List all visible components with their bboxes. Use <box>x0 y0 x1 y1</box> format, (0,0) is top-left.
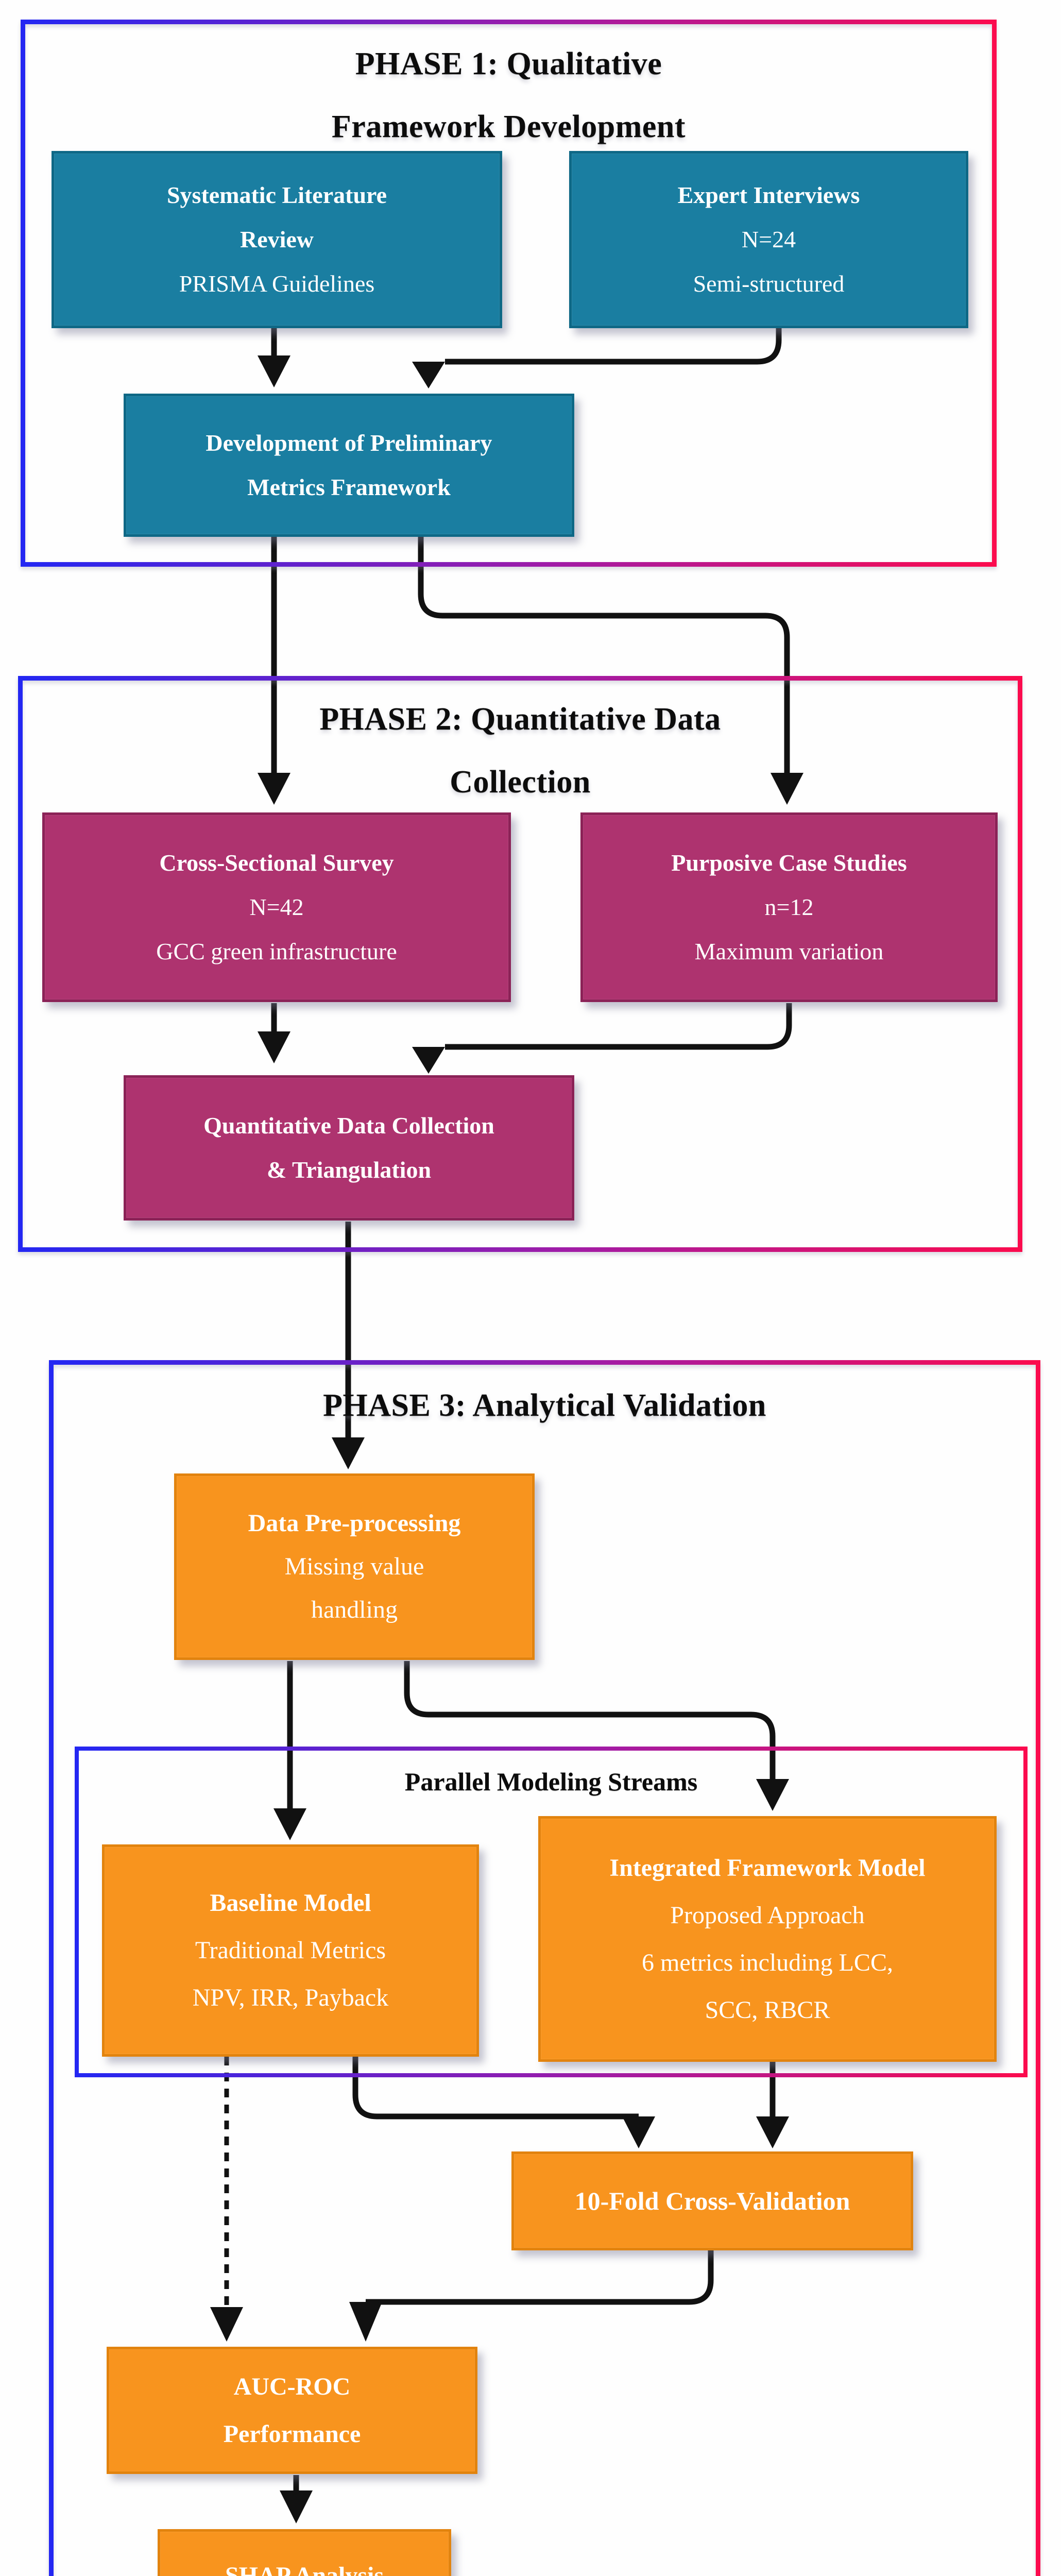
node-line: & Triangulation <box>266 1157 432 1183</box>
phase2-title-line2: Collection <box>450 765 591 800</box>
node-line: Cross-Sectional Survey <box>159 850 394 876</box>
phase1-title-line1: PHASE 1: Qualitative <box>355 46 662 81</box>
node-auc-roc-performance: AUC-ROC Performance <box>107 2347 477 2474</box>
node-line: NPV, IRR, Payback <box>192 1984 389 2011</box>
node-cross-sectional-survey: Cross-Sectional Survey N=42 GCC green in… <box>42 812 511 1002</box>
node-line: Maximum variation <box>694 938 884 964</box>
node-line: Review <box>239 226 314 252</box>
node-line: N=24 <box>741 226 796 252</box>
phase2-title: PHASE 2: Quantitative Data Collection <box>23 688 1018 814</box>
node-line: Baseline Model <box>210 1889 371 1917</box>
node-quantitative-data-collection: Quantitative Data Collection & Triangula… <box>124 1075 574 1221</box>
node-line: n=12 <box>764 894 814 920</box>
node-shap-analysis: SHAP Analysis Interpretability <box>158 2529 451 2576</box>
node-line: Quantitative Data Collection <box>203 1112 494 1139</box>
node-preliminary-metrics-framework: Development of Preliminary Metrics Frame… <box>124 394 574 537</box>
node-line: Purposive Case Studies <box>671 850 907 876</box>
node-tenfold-cross-validation: 10-Fold Cross-Validation <box>511 2151 913 2250</box>
node-line: Systematic Literature <box>166 182 387 208</box>
node-line: Metrics Framework <box>247 474 451 500</box>
node-line: Performance <box>223 2420 361 2448</box>
node-data-preprocessing: Data Pre-processing Missing value handli… <box>174 1473 535 1660</box>
node-systematic-literature-review: Systematic Literature Review PRISMA Guid… <box>52 151 502 328</box>
node-line: PRISMA Guidelines <box>179 270 375 297</box>
node-line: Data Pre-processing <box>248 1510 461 1537</box>
node-line: Proposed Approach <box>670 1901 865 1929</box>
node-line: handling <box>311 1596 398 1623</box>
phase3-title-line1: PHASE 3: Analytical Validation <box>323 1388 766 1423</box>
node-line: Expert Interviews <box>677 182 860 208</box>
node-line: Integrated Framework Model <box>609 1854 926 1882</box>
node-line: 10-Fold Cross-Validation <box>574 2187 850 2215</box>
node-line: GCC green infrastructure <box>156 938 397 964</box>
node-line: AUC-ROC <box>233 2372 351 2400</box>
node-line: 6 metrics including LCC, <box>642 1948 893 1976</box>
phase2-title-line1: PHASE 2: Quantitative Data <box>319 702 721 737</box>
node-line: Traditional Metrics <box>195 1937 386 1964</box>
node-line: SHAP Analysis <box>225 2562 384 2576</box>
phase1-title: PHASE 1: Qualitative Framework Developme… <box>25 32 992 158</box>
node-baseline-model: Baseline Model Traditional Metrics NPV, … <box>102 1844 479 2057</box>
node-expert-interviews: Expert Interviews N=24 Semi-structured <box>569 151 968 328</box>
phase3-title: PHASE 3: Analytical Validation <box>54 1374 1036 1437</box>
node-line: N=42 <box>249 894 304 920</box>
phase1-title-line2: Framework Development <box>331 109 686 144</box>
node-line: Development of Preliminary <box>206 430 492 456</box>
node-purposive-case-studies: Purposive Case Studies n=12 Maximum vari… <box>580 812 998 1002</box>
node-line: Missing value <box>284 1553 424 1580</box>
node-line: Semi-structured <box>693 270 845 297</box>
node-integrated-framework-model: Integrated Framework Model Proposed Appr… <box>538 1816 997 2062</box>
parallel-modeling-streams-title: Parallel Modeling Streams <box>404 1767 698 1796</box>
node-line: SCC, RBCR <box>705 1996 830 2024</box>
